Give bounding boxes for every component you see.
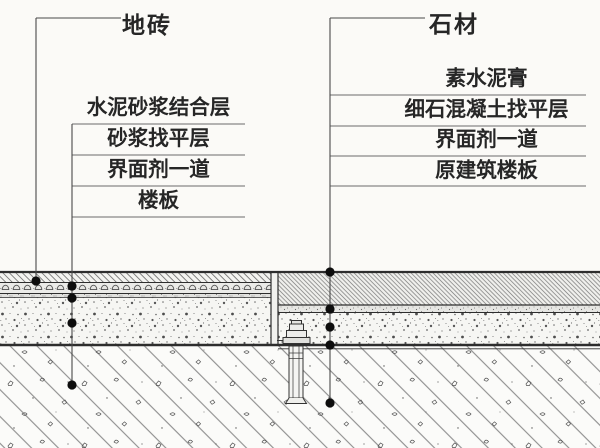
- cement-paste-layer: [278, 305, 600, 313]
- label-plain-cement-paste: 素水泥膏: [445, 68, 528, 90]
- leader-dots: [31, 267, 335, 408]
- label-cement-mortar-bonding-layer: 水泥砂浆结合层: [86, 97, 231, 119]
- label-floor-tile: 地砖: [122, 13, 172, 38]
- stone-layer: [278, 272, 600, 305]
- label-rules: [72, 94, 586, 218]
- label-stone: 石材: [429, 12, 479, 37]
- label-floor-slab: 楼板: [138, 190, 179, 212]
- layer-boundaries: [0, 270, 600, 350]
- label-original-building-slab: 原建筑楼板: [435, 159, 538, 182]
- label-interface-agent-right: 界面剂一道: [435, 129, 538, 151]
- right-layer-labels: 素水泥膏 细石混凝土找平层 界面剂一道 原建筑楼板: [330, 64, 585, 186]
- bonding-mortar-layer: [0, 282, 271, 298]
- leader-lines: [35, 17, 425, 404]
- expansion-anchor: [277, 320, 311, 404]
- label-mortar-leveling-layer: 砂浆找平层: [107, 128, 210, 150]
- junction-strip: [271, 272, 278, 345]
- mortar-leveling-layer: [0, 297, 271, 345]
- left-layer-labels: 水泥砂浆结合层 砂浆找平层 界面剂一道 楼板: [72, 93, 245, 217]
- label-interface-agent-left: 界面剂一道: [107, 159, 210, 181]
- tile-layer: [0, 272, 271, 283]
- label-fine-concrete-leveling-layer: 细石混凝土找平层: [404, 98, 569, 121]
